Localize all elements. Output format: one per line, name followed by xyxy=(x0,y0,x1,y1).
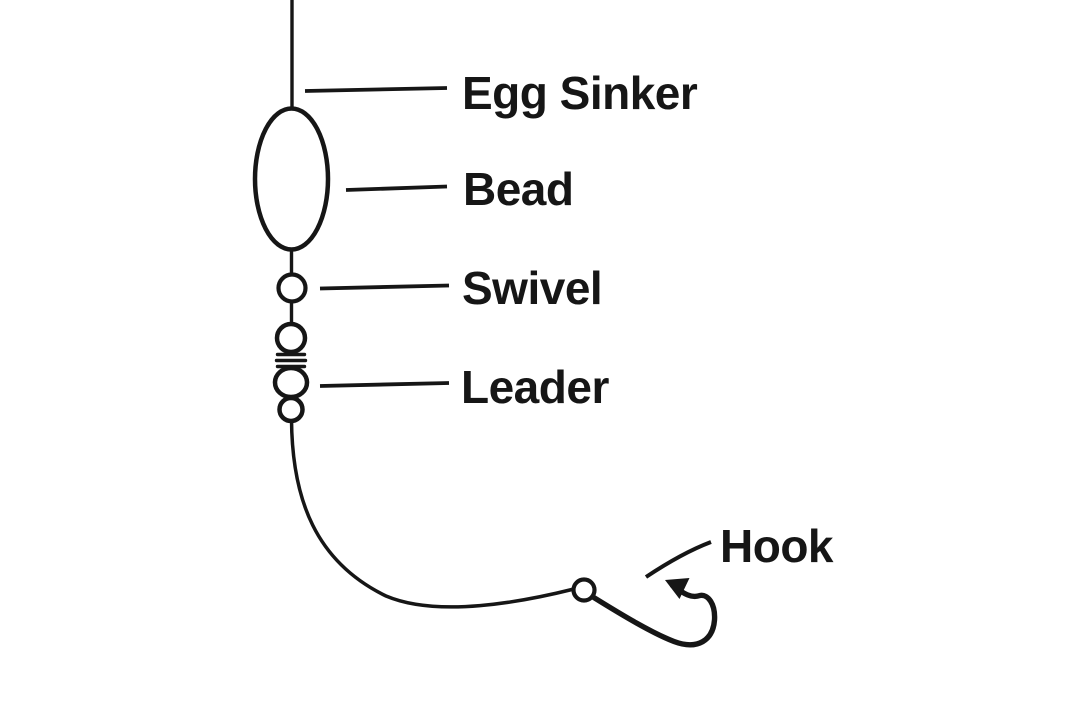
pointer-line-hook xyxy=(644,540,712,579)
label-bead: Bead xyxy=(463,163,573,215)
pointer-line-swivel xyxy=(319,283,450,291)
label-swivel: Swivel xyxy=(462,262,602,314)
hook-bend xyxy=(590,582,718,648)
swivel-shape xyxy=(272,321,310,424)
pointer-line-bead xyxy=(345,184,448,192)
label-egg-sinker: Egg Sinker xyxy=(462,67,698,119)
hook-eye xyxy=(571,577,597,603)
pointer-line-egg-sinker xyxy=(304,86,448,93)
swivel-bottom-eye xyxy=(277,395,305,424)
swivel-top-eye xyxy=(274,321,308,355)
leader-line xyxy=(289,418,575,609)
hook-shape xyxy=(571,577,718,648)
egg-sinker-shape xyxy=(252,106,331,252)
bead-shape xyxy=(276,272,308,304)
swivel-body xyxy=(272,365,310,400)
label-leader: Leader xyxy=(461,361,609,413)
hook-point-barb xyxy=(665,578,690,599)
pointer-line-leader xyxy=(319,381,450,388)
label-hook: Hook xyxy=(720,520,834,572)
